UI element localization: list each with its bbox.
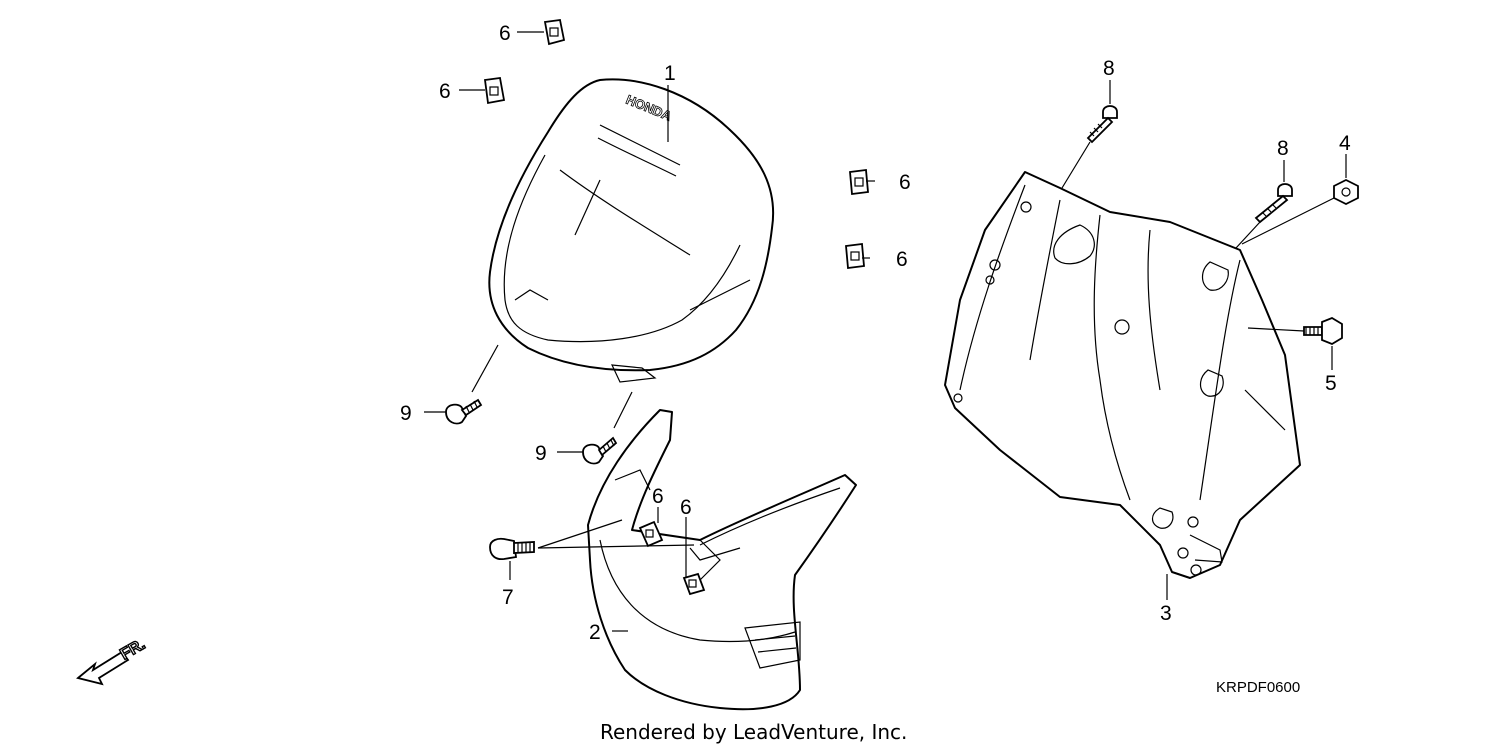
leg-shield-part-3[interactable]: [944, 171, 1301, 579]
callout-9b: 9: [535, 442, 547, 465]
nut-part-4[interactable]: [1333, 178, 1359, 206]
clip-nut-6e[interactable]: [638, 520, 664, 548]
callout-7: 7: [502, 586, 514, 609]
diagram-code: KRPDF0600: [1216, 679, 1300, 696]
clip-nut-6d[interactable]: [845, 242, 865, 270]
callout-6d: 6: [896, 248, 908, 271]
clip-nut-6b[interactable]: [483, 76, 506, 105]
callout-9a: 9: [400, 402, 412, 425]
callout-6f: 6: [680, 496, 692, 519]
callout-8a: 8: [1103, 57, 1115, 80]
callout-2: 2: [589, 621, 601, 644]
callout-6b: 6: [439, 80, 451, 103]
callout-3: 3: [1160, 602, 1172, 625]
callout-8b: 8: [1277, 137, 1289, 160]
callout-6c: 6: [899, 171, 911, 194]
screw-part-8a[interactable]: [1086, 105, 1118, 144]
screw-part-8b[interactable]: [1254, 183, 1293, 224]
tapping-screw-part-9a[interactable]: [445, 398, 483, 425]
clip-nut-6c[interactable]: [849, 168, 869, 196]
inner-lower-cover-part-2[interactable]: [587, 409, 857, 711]
credit-line: Rendered by LeadVenture, Inc.: [600, 720, 907, 744]
arrow-icon: [76, 650, 130, 686]
bolt-part-7[interactable]: [489, 537, 535, 561]
front-cover-part-1[interactable]: HONDA: [488, 78, 775, 383]
front-direction-arrow: FR.: [76, 635, 149, 686]
clip-nut-6f[interactable]: [682, 572, 706, 596]
callout-5-label: 5: [1325, 372, 1337, 395]
leader-lines: [424, 31, 1347, 632]
tapping-screw-part-9b[interactable]: [582, 436, 618, 465]
callout-1: 1: [664, 62, 676, 85]
callout-6a: 6: [499, 22, 511, 45]
bolt-part-5[interactable]: [1303, 316, 1343, 346]
callout-labels: 6 6 1 6 6 9 9 6 6 7 2 8 8 4 5 5 3: [400, 22, 1351, 644]
callout-6e: 6: [652, 485, 664, 508]
callout-4: 4: [1339, 132, 1351, 155]
clip-nut-6a[interactable]: [543, 18, 566, 46]
